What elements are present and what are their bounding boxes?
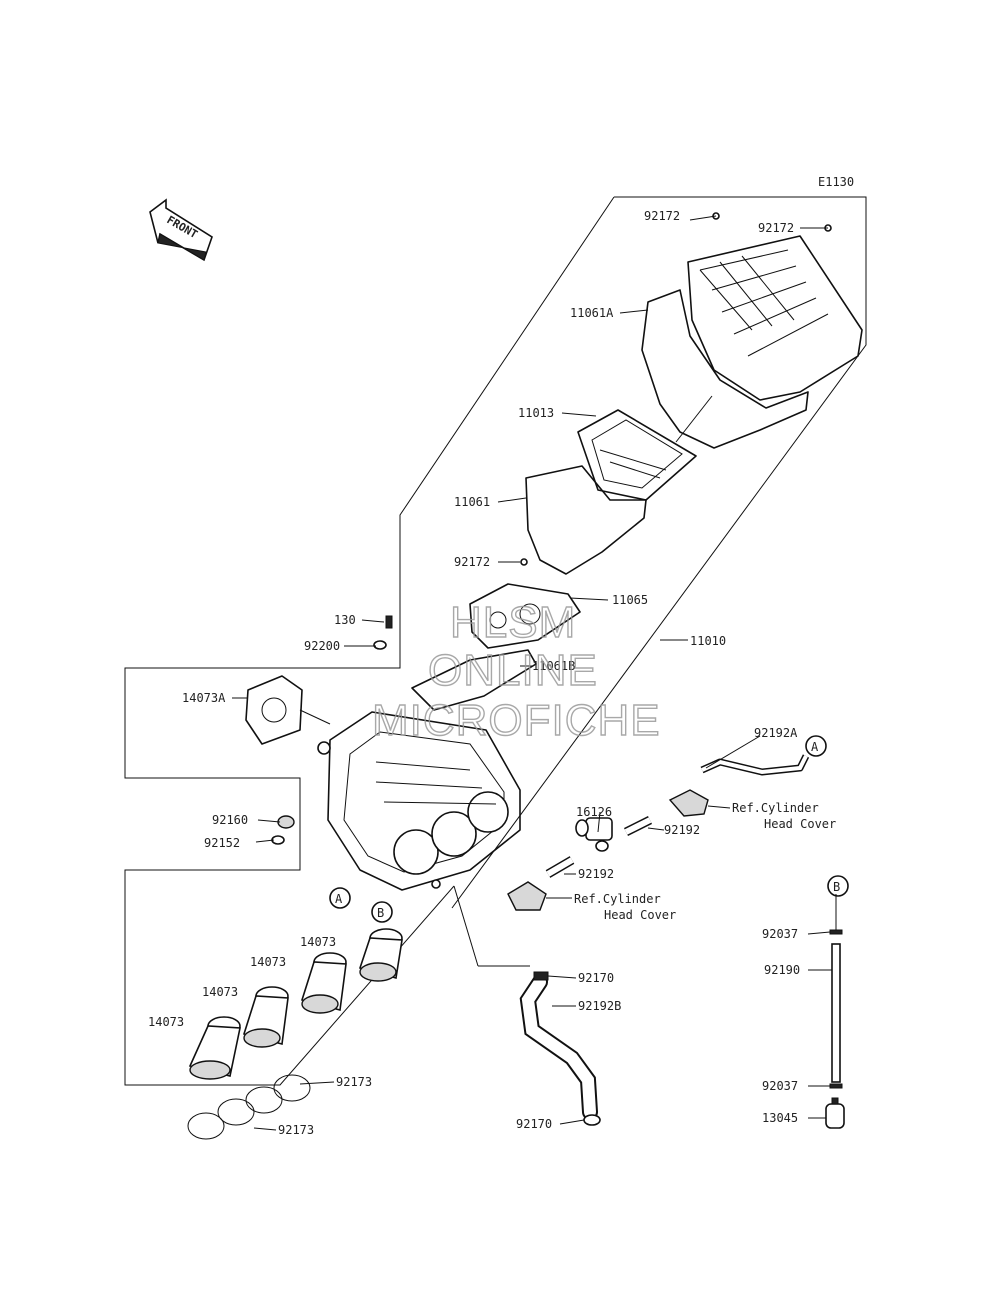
front-arrow-icon: FRONT [149,198,213,262]
gasket-11061b [411,649,537,711]
label-92037-a: 92037 [762,927,798,941]
stack-1 [358,928,403,982]
grommets [271,815,295,845]
leader-lines [232,215,832,1131]
ref2-line2: Head Cover [604,908,676,922]
watermark: HLSM ONLINE MICROFICHE [371,597,661,745]
explosion-frame [124,196,867,1086]
label-13045: 13045 [762,1111,798,1125]
cover-14073a [245,675,331,745]
callout-a-lower: A [329,887,351,909]
callout-a-lower-text: A [335,892,343,906]
ref-cover-upper [668,789,709,817]
label-92190: 92190 [764,963,800,977]
label-92172-c: 92172 [454,555,490,569]
stack-4 [188,1016,241,1080]
upper-cover [641,212,863,449]
callout-b-lower-text: B [377,906,384,920]
label-92172-b: 92172 [758,221,794,235]
hose-92192a [700,754,810,776]
watermark-line-2: ONLINE [428,646,598,695]
gasket-11061 [525,465,647,575]
label-92173-a: 92173 [336,1075,372,1089]
airbox-housing [317,711,521,891]
label-11061a: 11061A [570,306,614,320]
label-92170-a: 92170 [578,971,614,985]
drain-tube [825,894,845,1129]
valve-16126 [575,817,613,852]
stack-3 [242,986,289,1048]
label-14073-d: 14073 [148,1015,184,1029]
label-14073-b: 14073 [250,955,286,969]
callout-b-lower: B [371,901,393,923]
callout-b-right: B [827,875,849,897]
ref2-line1: Ref.Cylinder [574,892,661,906]
label-92192-a: 92192 [664,823,700,837]
label-14073-a: 14073 [300,935,336,949]
callout-a-upper: A [805,735,827,757]
label-130: 130 [334,613,356,627]
label-11061: 11061 [454,495,490,509]
label-92172-a: 92172 [644,209,680,223]
plate-11065 [469,558,581,649]
air-filter [577,409,697,501]
callout-b-right-text: B [833,880,840,894]
clamps-92173 [187,1074,311,1140]
velocity-stacks [188,928,403,1080]
bolt-130 [373,615,393,650]
label-92173-b: 92173 [278,1123,314,1137]
stack-2 [300,952,347,1014]
label-92170-b: 92170 [516,1117,552,1131]
label-92200: 92200 [304,639,340,653]
label-16126: 16126 [576,805,612,819]
label-11061b: 11061B [532,659,575,673]
hose-92192-upper [623,815,653,837]
hose-92192-lower [545,856,575,878]
watermark-line-1: HLSM [450,598,576,647]
callout-a-upper-text: A [811,740,819,754]
label-92192a: 92192A [754,726,798,740]
label-92037-b: 92037 [762,1079,798,1093]
diagram-code: E1130 [818,175,854,189]
label-14073a: 14073A [182,691,226,705]
ref1-line2: Head Cover [764,817,836,831]
ref1-line1: Ref.Cylinder [732,801,819,815]
label-11013: 11013 [518,406,554,420]
ref-cover-lower [507,881,547,911]
label-11010: 11010 [690,634,726,648]
label-92160: 92160 [212,813,248,827]
label-92152: 92152 [204,836,240,850]
label-92192b: 92192B [578,999,621,1013]
label-11065: 11065 [612,593,648,607]
label-14073-c: 14073 [202,985,238,999]
watermark-line-3: MICROFICHE [372,696,661,745]
label-92192-b: 92192 [578,867,614,881]
